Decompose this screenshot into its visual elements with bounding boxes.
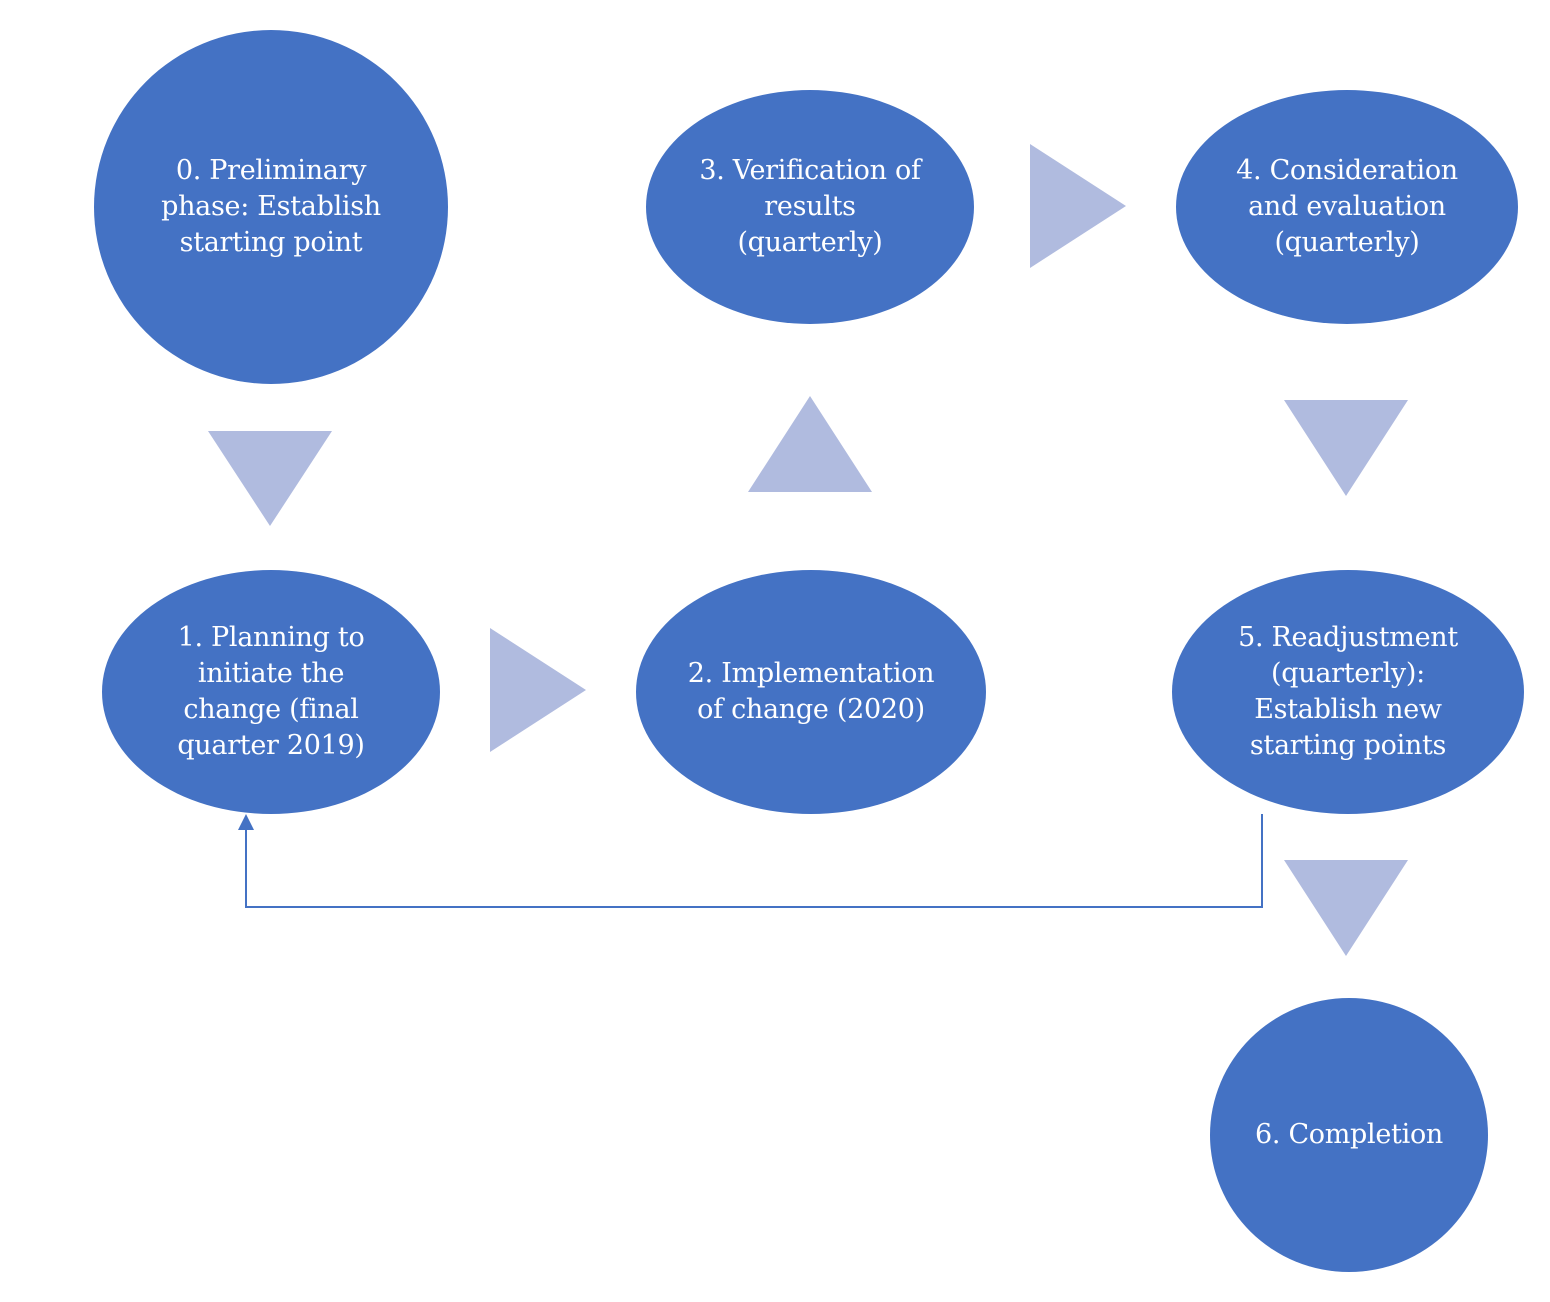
node-step-6: 6. Completion bbox=[1210, 998, 1488, 1272]
node-step-5-label: 5. Readjustment (quarterly): Establish n… bbox=[1238, 622, 1458, 761]
node-step-6-label: 6. Completion bbox=[1255, 1119, 1443, 1150]
node-step-2-label: 2. Implementation of change (2020) bbox=[687, 658, 935, 725]
node-step-5: 5. Readjustment (quarterly): Establish n… bbox=[1172, 570, 1524, 814]
arrow-step0-to-step1 bbox=[208, 431, 332, 526]
node-step-3: 3. Verification of results (quarterly) bbox=[646, 90, 974, 324]
feedback-loop-arrowhead bbox=[238, 814, 254, 830]
arrow-step3-to-step4 bbox=[1030, 144, 1126, 268]
node-step-4: 4. Consideration and evaluation (quarter… bbox=[1176, 90, 1518, 324]
node-step-3-label: 3. Verification of results (quarterly) bbox=[699, 155, 921, 258]
arrow-step4-to-step5 bbox=[1284, 400, 1408, 496]
arrow-step1-to-step2 bbox=[490, 628, 586, 752]
node-step-0-label: 0. Preliminary phase: Establish starting… bbox=[161, 155, 381, 258]
node-step-0: 0. Preliminary phase: Establish starting… bbox=[94, 30, 448, 384]
node-step-2: 2. Implementation of change (2020) bbox=[636, 570, 986, 814]
node-step-4-label: 4. Consideration and evaluation (quarter… bbox=[1236, 155, 1458, 258]
feedback-loop-line bbox=[245, 814, 1263, 908]
node-step-1: 1. Planning to initiate the change (fina… bbox=[102, 570, 440, 814]
arrow-step2-to-step3 bbox=[748, 396, 872, 492]
arrow-step5-to-step6 bbox=[1284, 860, 1408, 956]
node-step-1-label: 1. Planning to initiate the change (fina… bbox=[177, 622, 365, 761]
